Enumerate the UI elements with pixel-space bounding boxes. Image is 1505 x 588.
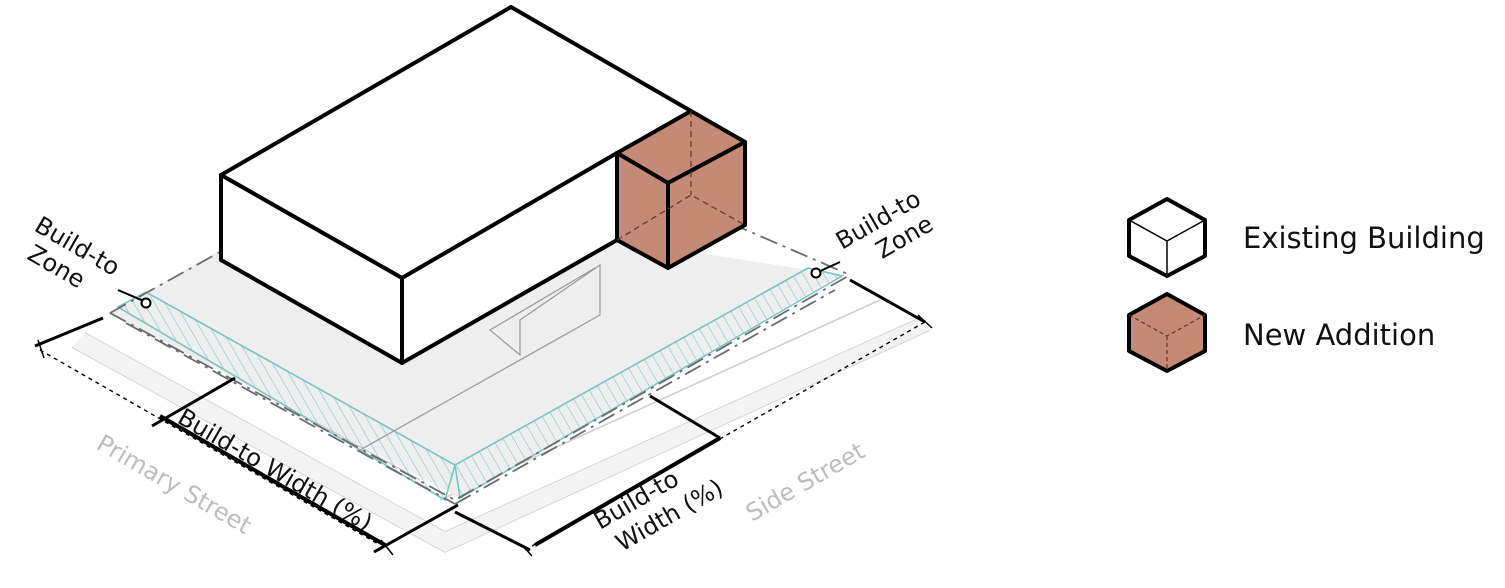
- zone-label-left: Build-to Zone: [23, 211, 125, 294]
- legend-new-addition-label: New Addition: [1243, 318, 1435, 352]
- footprint-outline: [359, 263, 601, 451]
- parcel-line: [109, 209, 851, 505]
- sidewalk-fill: [72, 318, 930, 552]
- legend: Existing Building New Addition: [1127, 197, 1485, 373]
- zone-leader-left: [117, 289, 152, 309]
- dim-primary-width: [34, 316, 459, 556]
- white-box-icon: [1127, 197, 1207, 278]
- legend-existing-building-label: Existing Building: [1243, 221, 1485, 255]
- zone-label-right: Build-to Zone: [831, 184, 938, 264]
- street-label-side: Side Street: [741, 437, 870, 527]
- zone-leader-right: [810, 261, 841, 279]
- side-street-text: Side Street: [741, 437, 870, 527]
- terracotta-box-icon: [1127, 292, 1207, 373]
- dim-side-width: [454, 278, 933, 557]
- existing-building: [219, 5, 693, 365]
- lot-area: [110, 240, 840, 498]
- new-addition: [615, 109, 747, 270]
- build-to-zone-side: [454, 267, 845, 500]
